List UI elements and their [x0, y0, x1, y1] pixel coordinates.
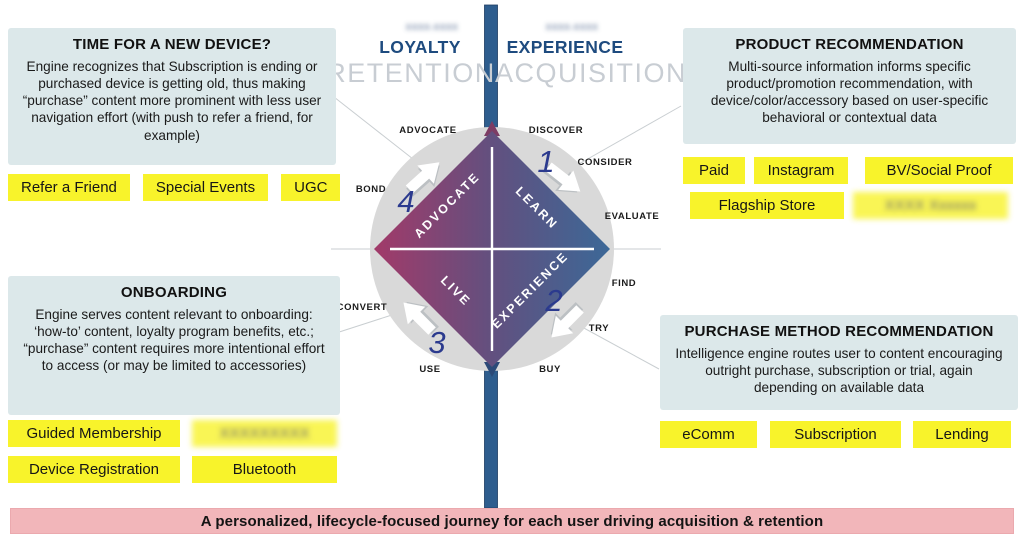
loyalty-brand-blurred: XXXX-XXXX [405, 22, 459, 32]
wheel-stage-bond: BOND [356, 184, 386, 195]
product-tags-row2: Flagship Store XXXX Xxxxxx [690, 192, 1008, 219]
callout-new-device-body: Engine recognizes that Subscription is e… [22, 59, 322, 143]
summary-banner: A personalized, lifecycle-focused journe… [10, 508, 1014, 534]
tag-instagram: Instagram [754, 157, 848, 184]
wheel-stage-buy: BUY [539, 364, 561, 375]
experience-title: EXPERIENCE [506, 37, 624, 57]
tag-paid: Paid [683, 157, 745, 184]
callout-onboarding: ONBOARDING Engine serves content relevan… [8, 276, 340, 415]
callout-new-device-title: TIME FOR A NEW DEVICE? [72, 36, 272, 53]
callout-purchase-method: PURCHASE METHOD RECOMMENDATION Intellige… [660, 315, 1018, 410]
acquisition-label: ACQUISITION [495, 58, 688, 88]
callout-product-recommendation: PRODUCT RECOMMENDATION Multi-source info… [683, 28, 1016, 144]
tag-subscription: Subscription [770, 421, 901, 448]
tag-refer-a-friend: Refer a Friend [8, 174, 130, 201]
onboarding-tags-row1: Guided Membership XXXXXXXXX [8, 420, 337, 447]
diamond-tip-top [484, 121, 500, 136]
product-tags-row1: Paid Instagram BV/Social Proof [683, 157, 1013, 184]
wheel-stage-evaluate: EVALUATE [605, 211, 660, 222]
diamond-tip-bottom [484, 362, 500, 377]
quadrant-number-1: 1 [537, 144, 554, 179]
wheel-stage-consider: CONSIDER [578, 157, 633, 168]
wheel-stage-advocate: ADVOCATE [399, 125, 456, 136]
tag-ugc: UGC [281, 174, 341, 201]
tag-guided-membership: Guided Membership [8, 420, 180, 447]
tag-device-registration: Device Registration [8, 456, 180, 483]
onboarding-tags-row2: Device Registration Bluetooth [8, 456, 337, 483]
tag-bluetooth: Bluetooth [192, 456, 337, 483]
summary-banner-text: A personalized, lifecycle-focused journe… [200, 512, 824, 530]
tag-ecomm: eComm [660, 421, 757, 448]
callout-product-body: Multi-source information informs specifi… [710, 59, 989, 126]
quadrant-number-4: 4 [397, 184, 414, 219]
wheel-stage-find: FIND [612, 278, 637, 289]
quadrant-number-3: 3 [428, 325, 445, 360]
retention-label: RETENTION [326, 58, 496, 88]
tag-blurred-membership: XXXXXXXXX [192, 420, 337, 447]
tag-lending: Lending [913, 421, 1011, 448]
wheel-stage-convert: CONVERT [337, 302, 388, 313]
new-device-tags: Refer a Friend Special Events UGC [8, 174, 341, 201]
callout-product-title: PRODUCT RECOMMENDATION [735, 36, 964, 53]
tag-blurred-sports: XXXX Xxxxxx [853, 192, 1008, 219]
wheel-stage-discover: DISCOVER [529, 125, 583, 136]
quadrant-number-2: 2 [544, 283, 562, 318]
callout-purchase-title: PURCHASE METHOD RECOMMENDATION [684, 323, 994, 340]
diamond-cross [390, 147, 594, 351]
experience-brand-blurred: XXXX-XXXX [545, 22, 599, 32]
tag-special-events: Special Events [142, 174, 269, 201]
wheel-stage-try: TRY [589, 323, 610, 334]
tag-bv-social-proof: BV/Social Proof [865, 157, 1013, 184]
purchase-tags: eComm Subscription Lending [660, 421, 1011, 448]
callout-purchase-body: Intelligence engine routes user to conte… [675, 346, 1003, 396]
wheel-stage-use: USE [419, 364, 440, 375]
callout-onboarding-body: Engine serves content relevant to onboar… [23, 307, 325, 374]
tag-flagship-store: Flagship Store [690, 192, 844, 219]
callout-onboarding-title: ONBOARDING [120, 284, 228, 301]
callout-new-device: TIME FOR A NEW DEVICE? Engine recognizes… [8, 28, 336, 165]
loyalty-title: LOYALTY [379, 37, 461, 57]
